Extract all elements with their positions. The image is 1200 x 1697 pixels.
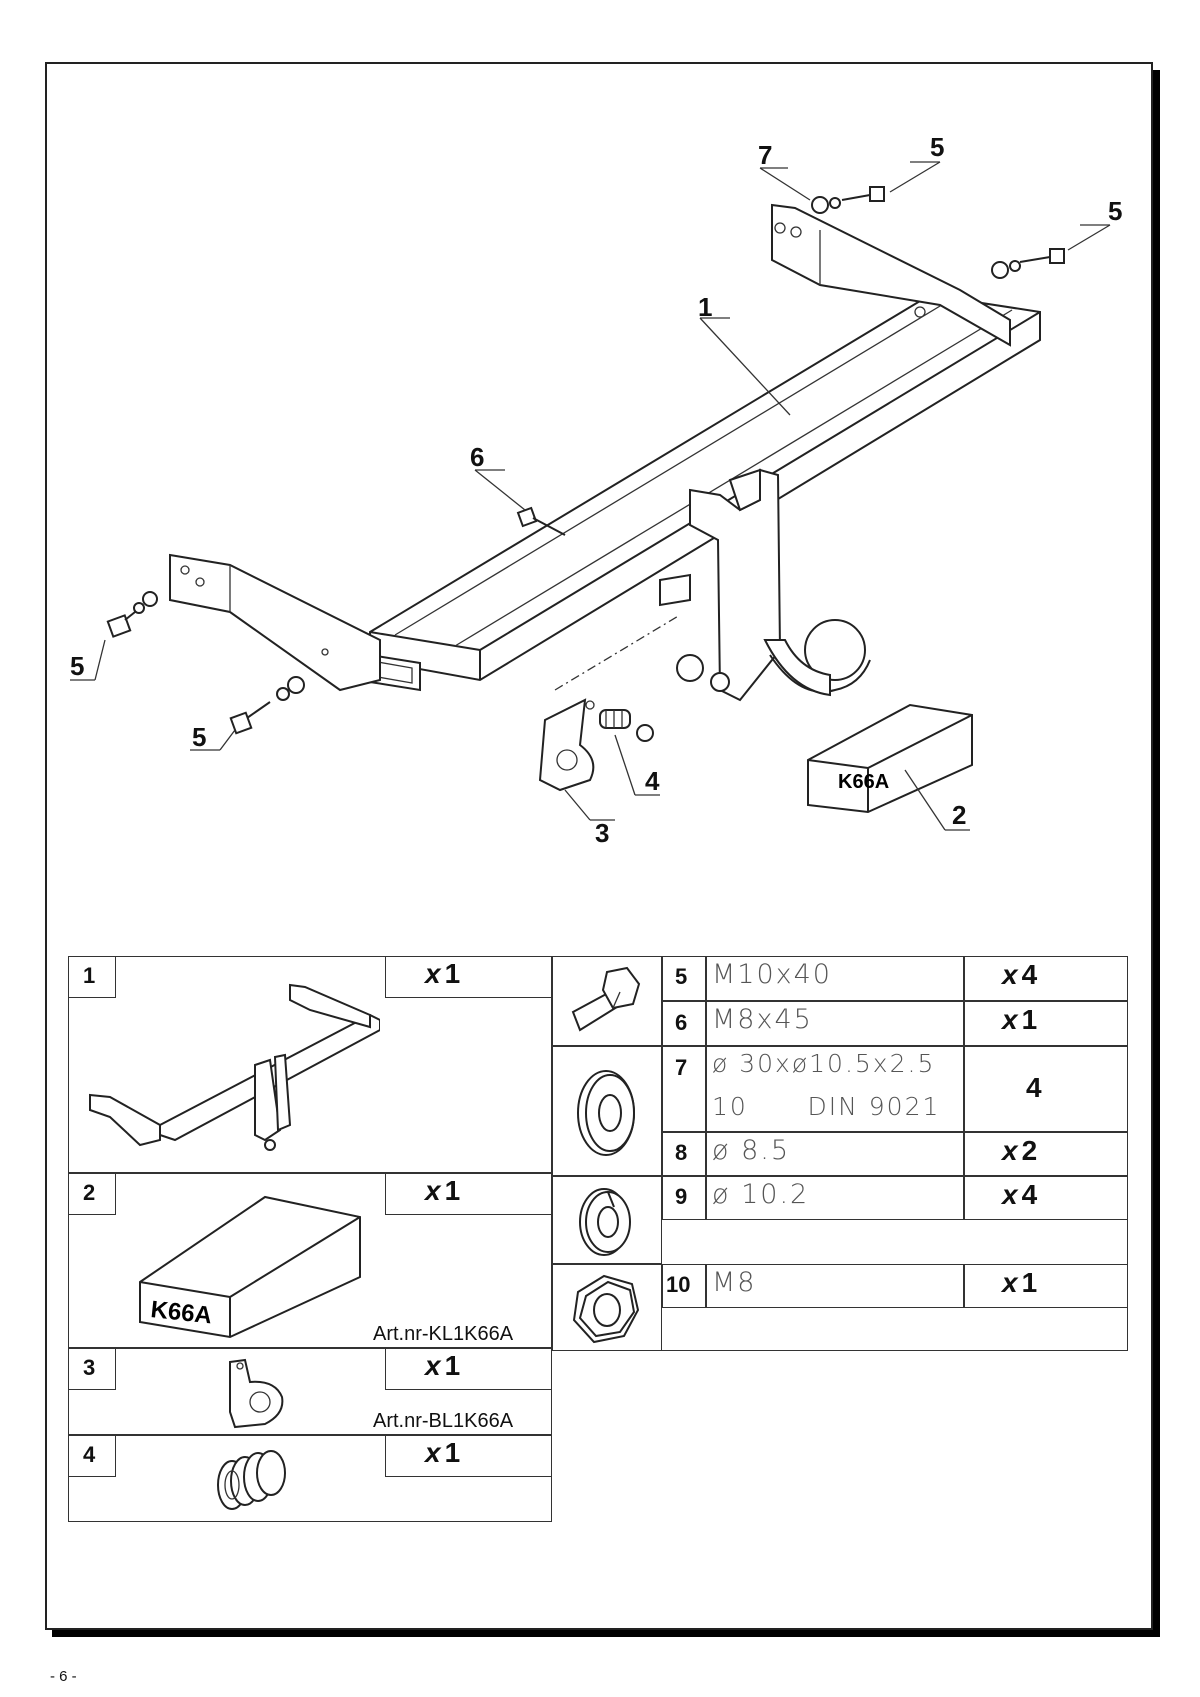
right-side-bracket <box>771 203 1011 347</box>
callout-1: 1 <box>698 292 713 322</box>
part-8-number: 8 <box>675 1140 688 1165</box>
part-3-article-number: Art.nr-BL1K66A <box>373 1410 514 1432</box>
part-2-article-number: Art.nr-KL1K66A <box>373 1323 514 1345</box>
part-4-number: 4 <box>83 1442 96 1467</box>
spring-washer-icon <box>579 1188 631 1256</box>
part-5-number: 5 <box>675 964 688 989</box>
part-10-spec: M8 <box>712 1267 757 1298</box>
part-3-cell <box>68 1348 552 1435</box>
part-2-qty-box <box>385 1173 552 1215</box>
part-1-cell <box>68 956 552 1173</box>
callout-6: 6 <box>470 442 485 472</box>
part-4-cell <box>68 1435 552 1522</box>
row-10-num-box <box>662 1264 706 1308</box>
part-1-qty-box <box>385 956 552 998</box>
flat-washer-icon <box>577 1070 635 1156</box>
part-5-spec: M10x40 <box>712 959 832 990</box>
callout-5-right: 5 <box>1108 196 1123 226</box>
socket-bracket <box>538 698 595 792</box>
callout-4: 4 <box>645 766 660 796</box>
box-label: K66A <box>838 771 889 793</box>
spring <box>599 709 654 742</box>
row-9-qty-box <box>964 1176 1128 1220</box>
part-9-spec: ø 10.2 <box>712 1179 810 1210</box>
part-8-spec: ø 8.5 <box>712 1135 791 1166</box>
bolt-icon-cell <box>552 956 662 1046</box>
part-7-spec: ø 30xø10.5x2.5 <box>712 1049 936 1078</box>
left-side-bracket <box>169 553 381 692</box>
row-9-num-box <box>662 1176 706 1220</box>
row-5-spec-box <box>706 956 964 1001</box>
bolts-group <box>106 186 1065 735</box>
row-10-qty-box <box>964 1264 1128 1308</box>
row-10-spec-box <box>706 1264 964 1308</box>
hex-nut-icon <box>572 1274 640 1344</box>
part-4-num-box <box>68 1435 116 1477</box>
part-3-number: 3 <box>83 1355 96 1380</box>
part-6-spec: M8x45 <box>712 1004 813 1035</box>
row-7-qty-box <box>964 1046 1128 1132</box>
part-1-crossbar-thumb <box>89 983 380 1151</box>
part-4-qty-box <box>385 1435 552 1477</box>
cable-kit-box <box>807 703 973 814</box>
hex-bolt-icon <box>571 966 641 1032</box>
row-8-spec-box <box>706 1132 964 1176</box>
page-number: - 6 - <box>50 1668 77 1685</box>
part-1-number: 1 <box>83 963 96 988</box>
leader-lines <box>70 161 1111 831</box>
part-2-box-thumb: K66A <box>139 1195 361 1339</box>
assembly-drawing: K66A <box>70 161 1111 831</box>
part-2-number: 2 <box>83 1180 96 1205</box>
spring-washer-icon-cell <box>552 1176 662 1264</box>
part-1-num-box <box>68 956 116 998</box>
part-7-qty: 4 <box>1026 1072 1042 1103</box>
part-7-spec-standard: 10 DIN 9021 <box>712 1092 941 1121</box>
mounting-plate <box>659 573 691 607</box>
part-2-box-label: K66A <box>149 1296 213 1329</box>
callout-2: 2 <box>952 800 967 830</box>
row-7-num-box <box>662 1046 706 1132</box>
callout-5-top: 5 <box>930 132 945 162</box>
row-8-num-box <box>662 1132 706 1176</box>
part-4-spring-thumb <box>217 1450 286 1510</box>
callout-5-left: 5 <box>70 651 85 681</box>
row-8-qty-box <box>964 1132 1128 1176</box>
row-5-qty-box <box>964 956 1128 1001</box>
part-10-number: 10 <box>666 1272 691 1297</box>
nut-icon-cell <box>552 1264 662 1351</box>
part-3-qty-box <box>385 1348 552 1390</box>
part-2-num-box <box>68 1173 116 1215</box>
callout-3: 3 <box>595 818 610 848</box>
callout-5-lower: 5 <box>192 722 207 752</box>
row-6-num-box <box>662 1001 706 1046</box>
callout-7: 7 <box>758 140 773 170</box>
part-6-number: 6 <box>675 1010 688 1035</box>
part-9-number: 9 <box>675 1184 688 1209</box>
part-3-bracket-thumb <box>229 1358 284 1429</box>
part-3-num-box <box>68 1348 116 1390</box>
row-6-spec-box <box>706 1001 964 1046</box>
row-9-spec-box <box>706 1176 964 1220</box>
row-5-num-box <box>662 956 706 1001</box>
row-6-qty-box <box>964 1001 1128 1046</box>
row-7-spec-box <box>706 1046 964 1132</box>
part-2-cell <box>68 1173 552 1348</box>
part-7-number: 7 <box>675 1055 688 1080</box>
washer-icon-cell <box>552 1046 662 1176</box>
tow-hook-assembly <box>676 468 871 702</box>
